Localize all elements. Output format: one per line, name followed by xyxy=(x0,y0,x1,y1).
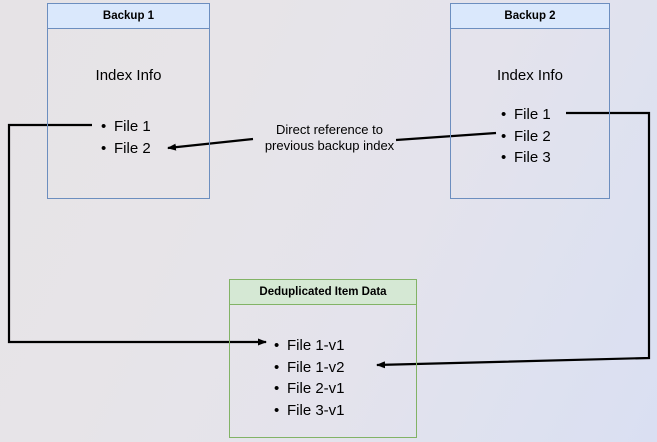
backup-2-file-list: File 1 File 2 File 3 xyxy=(501,104,551,169)
node-backup-1[interactable]: Backup 1 Index Info File 1 File 2 xyxy=(47,3,210,199)
list-item: File 2-v1 xyxy=(274,378,345,400)
node-backup-2-header: Backup 2 xyxy=(451,4,609,29)
backup-1-index-info-label: Index Info xyxy=(95,67,162,84)
list-item: File 2 xyxy=(101,138,151,160)
list-item: File 1-v2 xyxy=(274,357,345,379)
node-deduplicated-item-data-body: File 1-v1 File 1-v2 File 2-v1 File 3-v1 xyxy=(230,305,416,437)
node-backup-2-body: Index Info File 1 File 2 File 3 xyxy=(451,29,609,198)
list-item: File 1-v1 xyxy=(274,335,345,357)
list-item: File 2 xyxy=(501,126,551,148)
backup-1-file-list: File 1 File 2 xyxy=(101,116,151,159)
list-item: File 1 xyxy=(501,104,551,126)
backup-2-index-info-label: Index Info xyxy=(497,67,563,84)
list-item: File 3 xyxy=(501,147,551,169)
list-item: File 1 xyxy=(101,116,151,138)
dedup-file-list: File 1-v1 File 1-v2 File 2-v1 File 3-v1 xyxy=(274,335,345,421)
node-backup-1-header: Backup 1 xyxy=(48,4,209,29)
list-item: File 3-v1 xyxy=(274,400,345,422)
node-backup-2[interactable]: Backup 2 Index Info File 1 File 2 File 3 xyxy=(450,3,610,199)
node-backup-1-body: Index Info File 1 File 2 xyxy=(48,29,209,198)
node-deduplicated-item-data[interactable]: Deduplicated Item Data File 1-v1 File 1-… xyxy=(229,279,417,438)
edge-label-direct-reference: Direct reference to previous backup inde… xyxy=(264,122,395,153)
node-deduplicated-item-data-header: Deduplicated Item Data xyxy=(230,280,416,305)
